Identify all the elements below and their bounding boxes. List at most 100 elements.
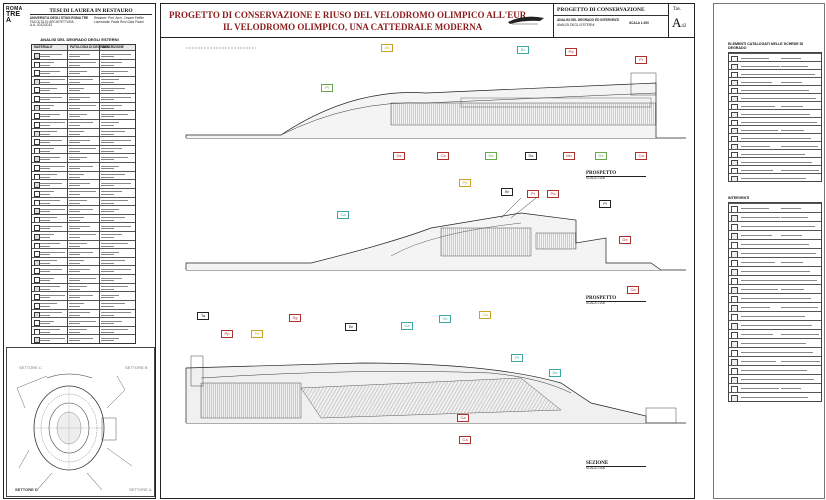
text-stub	[69, 99, 81, 101]
text-stub	[741, 379, 798, 380]
analysis-row	[32, 144, 135, 155]
text-stub	[40, 185, 51, 187]
text-stub	[40, 73, 51, 75]
text-stub	[741, 65, 780, 67]
text-stub	[741, 89, 783, 91]
analysis-row	[32, 299, 135, 310]
text-stub	[69, 294, 93, 296]
tags_1-tag: Pi	[635, 56, 647, 64]
text-stub	[40, 312, 63, 314]
text-stub	[69, 87, 85, 89]
tags_2-tag: Ca	[337, 211, 349, 219]
tags_3-tag: Sg	[289, 314, 301, 322]
text-stub	[741, 161, 792, 163]
text-stub	[69, 156, 88, 158]
text-stub	[40, 294, 65, 296]
text-stub	[101, 174, 125, 176]
text-stub	[69, 262, 81, 264]
text-stub	[40, 320, 55, 322]
text-stub	[741, 334, 773, 335]
text-stub	[40, 148, 55, 150]
material-swatch	[34, 328, 40, 335]
central-panel: PROGETTO DI CONSERVAZIONE E RIUSO DEL VE…	[160, 3, 695, 499]
tags_1-tag: Xn	[381, 44, 393, 52]
text-stub	[101, 62, 122, 64]
analysis-row	[32, 50, 135, 60]
text-stub	[741, 271, 786, 272]
text-stub	[69, 200, 88, 201]
analysis-row	[32, 187, 135, 198]
text-stub	[69, 340, 81, 342]
text-stub	[781, 73, 815, 75]
analysis-row	[32, 222, 135, 232]
text-stub	[69, 260, 85, 262]
text-stub	[741, 226, 791, 227]
text-stub	[69, 202, 81, 204]
text-stub	[741, 217, 780, 218]
analysis-rows	[32, 50, 135, 344]
text-stub	[40, 139, 63, 141]
title-block: PROGETTO DI CONSERVAZIONE E RIUSO DEL VE…	[161, 4, 694, 38]
section-scale: SCALA 1:200	[586, 466, 606, 470]
tags_3-tag: Ca	[457, 414, 469, 422]
text-stub	[69, 79, 93, 81]
text-stub	[101, 200, 129, 201]
material-swatch	[34, 277, 40, 284]
text-stub	[101, 323, 114, 325]
text-stub	[40, 165, 65, 167]
analysis-row	[32, 274, 135, 284]
text-stub	[101, 202, 114, 204]
analysis-row	[32, 308, 135, 319]
text-stub	[781, 298, 811, 299]
material-swatch	[34, 208, 40, 215]
material-swatch	[34, 113, 40, 120]
text-stub	[40, 159, 51, 161]
text-stub	[101, 254, 114, 256]
text-stub	[69, 217, 85, 219]
material-swatch	[34, 320, 40, 327]
text-stub	[69, 268, 90, 270]
text-stub	[741, 388, 779, 389]
text-stub	[69, 142, 81, 144]
text-stub	[69, 176, 81, 178]
text-stub	[781, 352, 813, 353]
text-stub	[40, 124, 51, 126]
tags_1-tag: Pa	[565, 48, 577, 56]
text-stub	[101, 228, 114, 230]
elevation-title: PROSPETTO	[586, 296, 646, 302]
elevation-1-title: PROSPETTO SCALA 1:200	[586, 171, 646, 181]
text-stub	[69, 228, 81, 230]
analysis-row	[32, 162, 135, 172]
text-stub	[40, 236, 51, 238]
text-stub	[69, 254, 81, 256]
analysis-row	[32, 101, 135, 112]
analysis-title: ANALISI DEL DEGRADO DEGLI ESTERNI	[40, 37, 119, 42]
text-stub	[101, 312, 132, 314]
col-divider	[67, 45, 68, 343]
text-stub	[69, 314, 81, 316]
thesis-label: TESI DI LAUREA IN RESTAURO	[30, 8, 152, 15]
right-panel: ELEMENTI CATALOGATI NELLE SCHEDE DI DEGR…	[713, 3, 825, 499]
text-stub	[69, 73, 81, 75]
text-stub	[40, 99, 51, 101]
legend-swatch	[731, 395, 738, 402]
legend-title-1: ELEMENTI CATALOGATI NELLE SCHEDE DI DEGR…	[728, 42, 804, 50]
map-label-d: SETTORE D	[15, 487, 38, 492]
material-swatch	[34, 78, 40, 85]
text-stub	[40, 107, 51, 109]
text-stub	[40, 142, 51, 144]
text-stub	[40, 116, 51, 118]
text-stub	[741, 208, 769, 209]
section-label: PROGETTO DI CONSERVAZIONE	[557, 7, 645, 13]
text-stub	[40, 340, 51, 342]
analysis-row	[32, 291, 135, 301]
text-stub	[69, 139, 90, 141]
text-stub	[40, 133, 51, 135]
analysis-row	[32, 256, 135, 267]
text-stub	[69, 174, 85, 176]
text-stub	[69, 81, 81, 83]
text-stub	[101, 81, 114, 83]
text-stub	[69, 107, 81, 109]
text-stub	[69, 193, 81, 195]
